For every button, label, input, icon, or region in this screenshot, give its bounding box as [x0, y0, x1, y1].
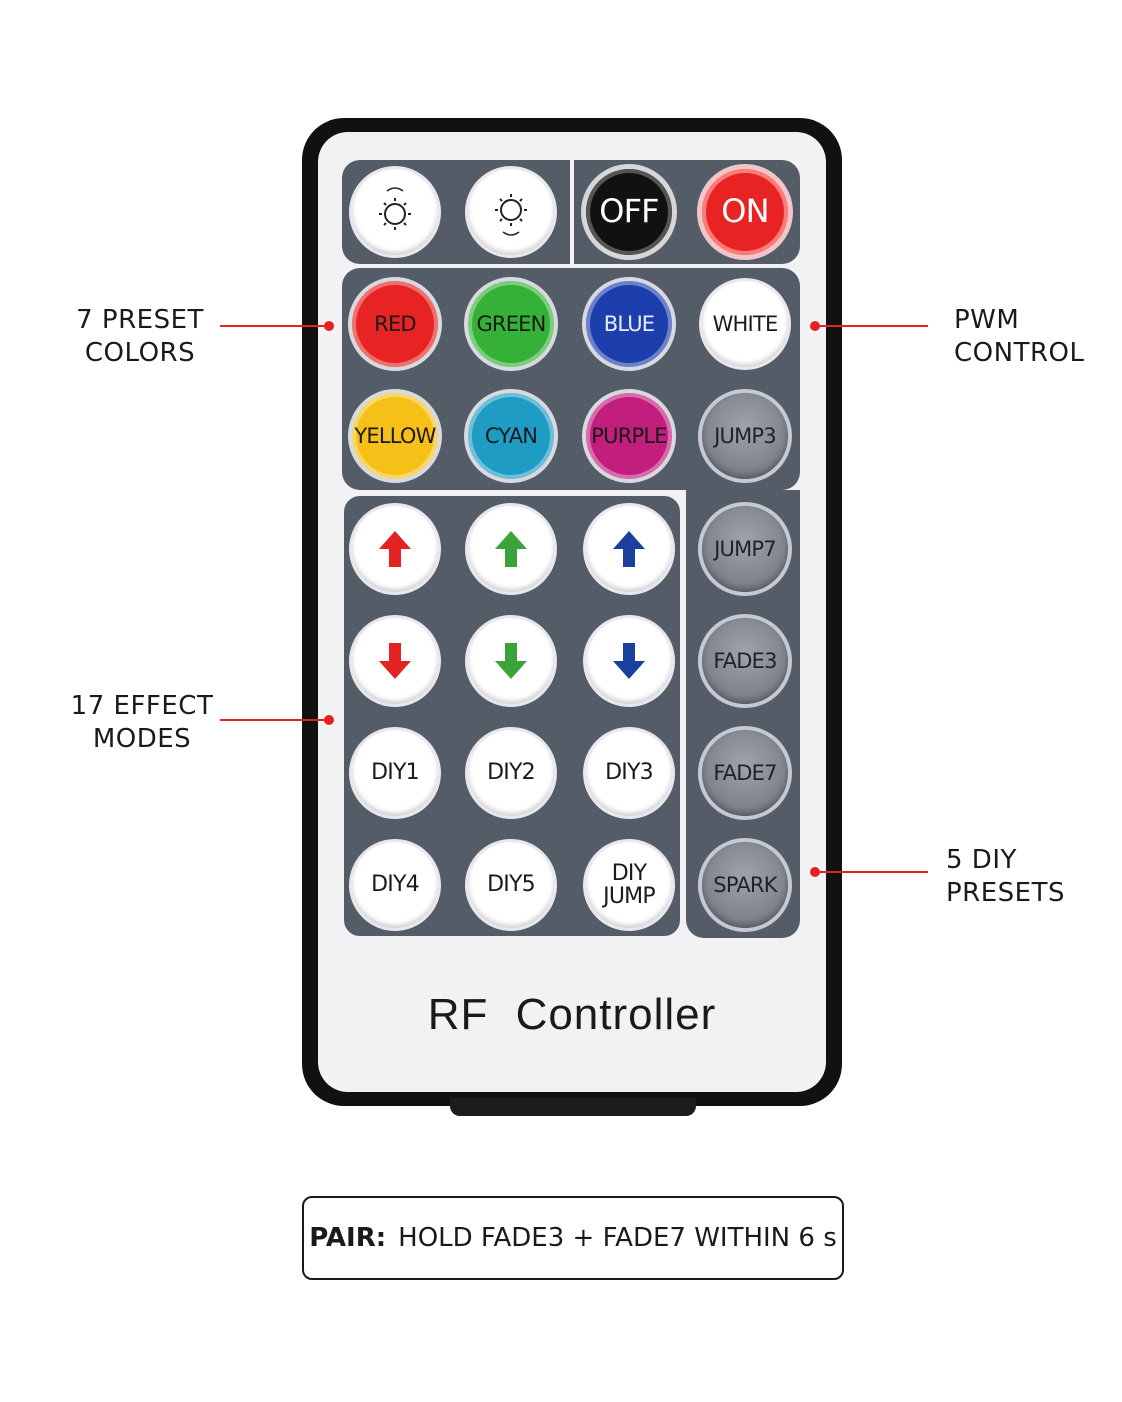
pwm-control-line1: PWM [954, 305, 1020, 335]
fade3-button[interactable]: FADE3 [702, 618, 788, 704]
white-button[interactable]: WHITE [702, 281, 788, 367]
red-down-button[interactable] [352, 618, 438, 704]
pwm-control-label: PWM CONTROL [954, 304, 1084, 370]
pairing-label: PAIR: [309, 1223, 387, 1253]
blue-up-button[interactable] [586, 506, 672, 592]
remote-title: RF Controller [427, 990, 717, 1039]
pairing-instruction: PAIR: HOLD FADE3 + FADE7 WITHIN 6 s [302, 1196, 844, 1280]
green-down-arrow-icon [495, 643, 527, 679]
diy3-button[interactable]: DIY3 [586, 730, 672, 816]
diy-jump-label-line1: DIY [611, 860, 647, 886]
pairing-text: HOLD FADE3 + FADE7 WITHIN 6 s [398, 1223, 837, 1253]
red-up-button[interactable] [352, 506, 438, 592]
jump7-button[interactable]: JUMP7 [702, 506, 788, 592]
green-up-arrow-icon [495, 531, 527, 567]
red-down-arrow-icon [379, 643, 411, 679]
blue-button[interactable]: BLUE [586, 281, 672, 367]
diy-jump-button[interactable]: DIY JUMP [586, 842, 672, 928]
off-button[interactable]: OFF [586, 169, 672, 255]
yellow-button[interactable]: YELLOW [352, 393, 438, 479]
cyan-button[interactable]: CYAN [468, 393, 554, 479]
blue-down-button[interactable] [586, 618, 672, 704]
diy5-button[interactable]: DIY5 [468, 842, 554, 928]
brightness-down-icon [379, 187, 411, 230]
diy-presets-pointer [816, 871, 928, 873]
effect-modes-label: 17 EFFECT MODES [64, 690, 220, 756]
diy-presets-line2: PRESETS [946, 878, 1065, 908]
preset-colors-label: 7 PRESET COLORS [70, 304, 210, 370]
effect-modes-dot [324, 715, 334, 725]
diy1-button[interactable]: DIY1 [352, 730, 438, 816]
preset-colors-line1: 7 PRESET [76, 305, 204, 335]
purple-button[interactable]: PURPLE [586, 393, 672, 479]
red-button[interactable]: RED [352, 281, 438, 367]
blue-down-arrow-icon [613, 643, 645, 679]
diy2-button[interactable]: DIY2 [468, 730, 554, 816]
green-button[interactable]: GREEN [468, 281, 554, 367]
brightness-down-button[interactable] [352, 169, 438, 255]
preset-colors-line2: COLORS [84, 338, 196, 368]
diy-jump-label-line2: JUMP [603, 884, 655, 909]
fade7-button[interactable]: FADE7 [702, 730, 788, 816]
pwm-control-dot [810, 321, 820, 331]
spark-button[interactable]: SPARK [702, 842, 788, 928]
preset-colors-dot [324, 321, 334, 331]
brightness-up-button[interactable] [468, 169, 554, 255]
effect-modes-line1: 17 EFFECT [70, 691, 214, 721]
jump3-button[interactable]: JUMP3 [702, 393, 788, 479]
green-up-button[interactable] [468, 506, 554, 592]
effect-modes-line2: MODES [92, 724, 192, 754]
pwm-control-pointer [816, 325, 928, 327]
brightness-up-icon [495, 194, 527, 236]
preset-colors-pointer [220, 325, 328, 327]
blue-up-arrow-icon [613, 531, 645, 567]
on-button[interactable]: ON [702, 169, 788, 255]
green-down-button[interactable] [468, 618, 554, 704]
diy-presets-label: 5 DIY PRESETS [946, 844, 1065, 910]
diy-presets-dot [810, 867, 820, 877]
diy4-button[interactable]: DIY4 [352, 842, 438, 928]
diy-presets-line1: 5 DIY [946, 845, 1017, 875]
effect-modes-pointer [220, 719, 328, 721]
remote-bottom-tab [450, 1098, 696, 1116]
pwm-control-line2: CONTROL [954, 338, 1085, 368]
red-up-arrow-icon [379, 531, 411, 567]
